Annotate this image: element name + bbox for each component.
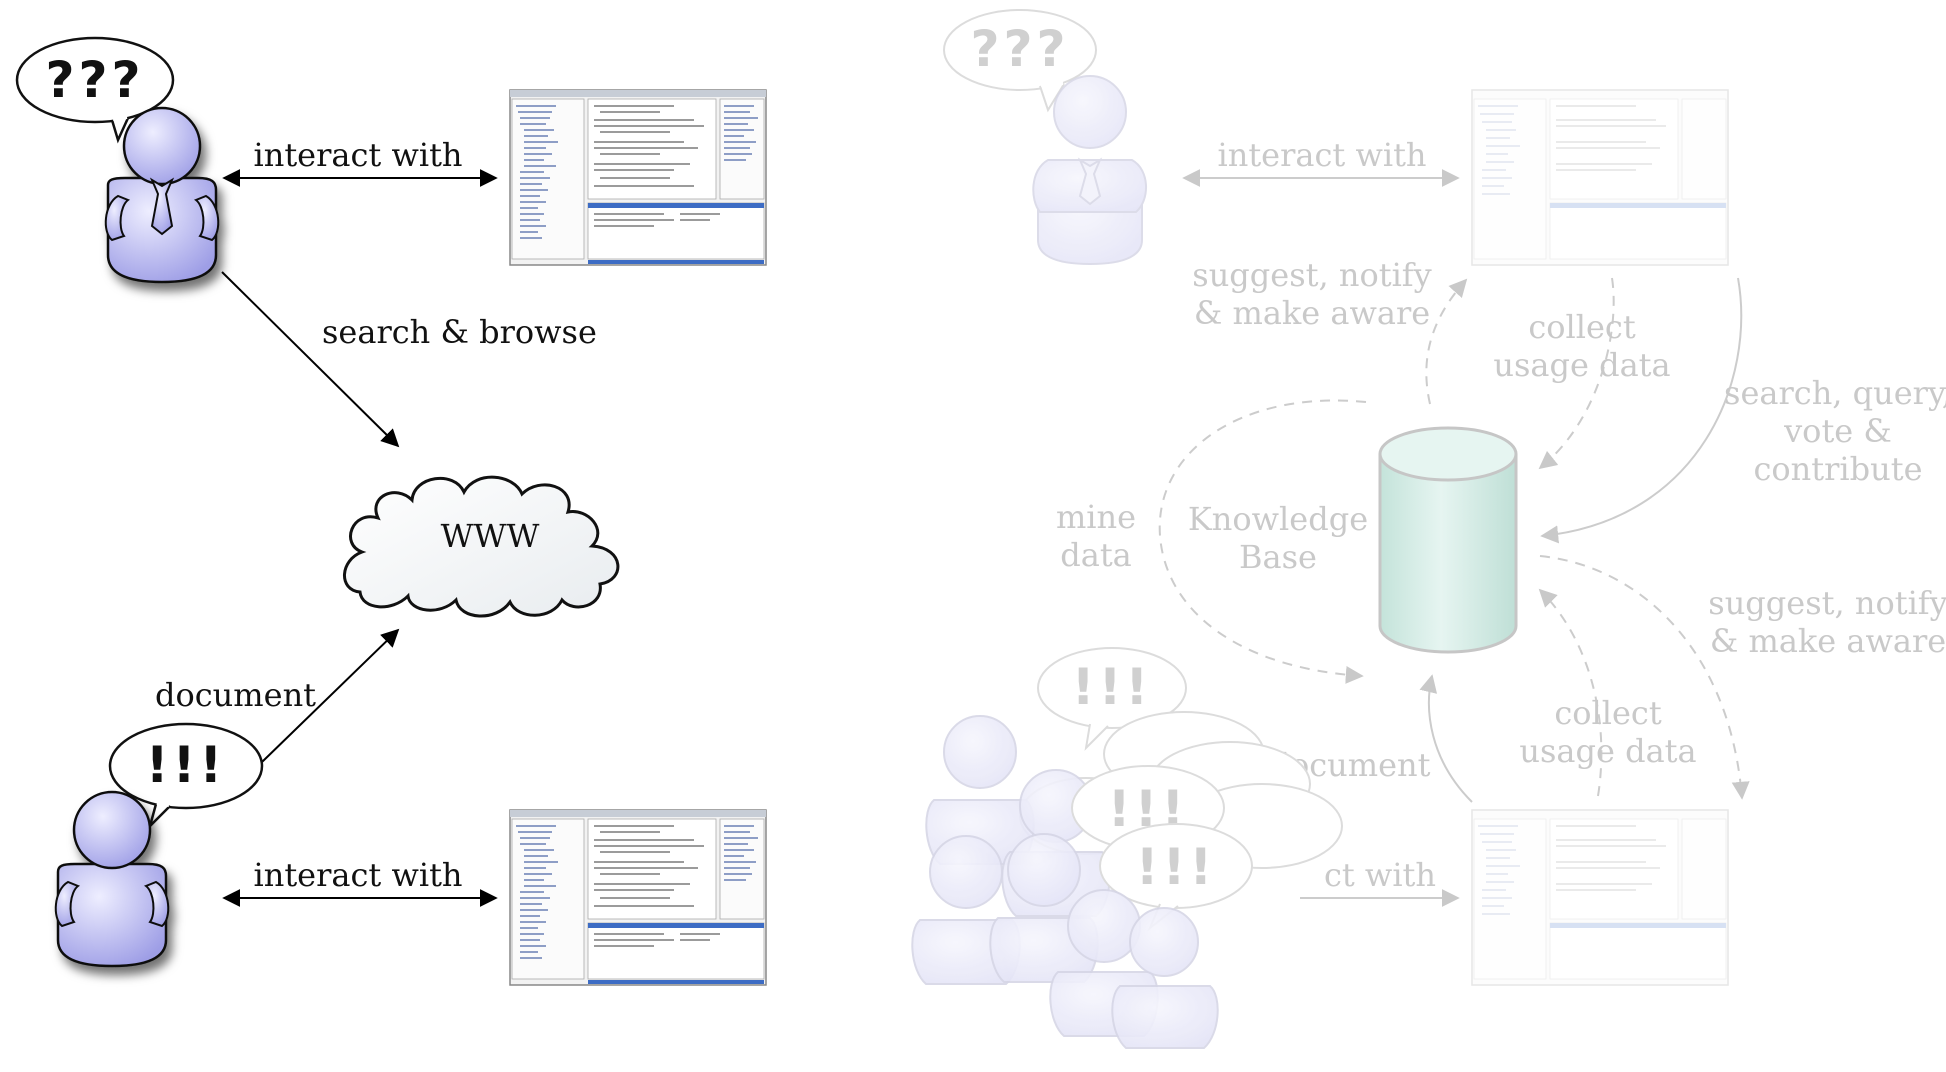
right-search-query-line2: vote & xyxy=(1783,412,1892,450)
crowd-bubble-text-1: !!! xyxy=(1072,658,1152,716)
bottom-user-bubble-text: !!! xyxy=(146,736,226,794)
crowd-person-6 xyxy=(1111,907,1219,1049)
user-crowd: !!! !!! xyxy=(911,647,1343,1049)
right-bottom-interact-label: ct with xyxy=(1324,856,1436,894)
right-document-arrow xyxy=(1419,674,1473,803)
right-kb-line2: Base xyxy=(1239,538,1317,576)
top-user-bubble-text: ??? xyxy=(45,51,144,109)
right-top-user-question-bubble: ??? xyxy=(943,9,1097,113)
crowd-bubble: !!! xyxy=(1037,647,1187,751)
right-suggest-bottom-line1: suggest, notify xyxy=(1708,584,1946,622)
crowd-bubble-text-3: !!! xyxy=(1136,838,1216,896)
right-suggest-top-line2: & make aware xyxy=(1194,294,1430,332)
right-top-user-bubble-text: ??? xyxy=(970,20,1069,78)
right-collect-top-arrow xyxy=(1538,277,1615,470)
right-mine-line2: data xyxy=(1060,536,1132,574)
right-search-query-arrow xyxy=(1540,277,1743,544)
left-diagram: ??? interact with xyxy=(15,36,767,986)
right-top-user-person-icon xyxy=(1032,75,1148,266)
bottom-user-exclamation-bubble: !!! xyxy=(108,722,264,831)
right-collect-top-line2: usage data xyxy=(1493,346,1670,384)
document-arrow xyxy=(261,628,400,763)
top-user-person-icon xyxy=(104,106,220,284)
right-collect-bottom-arrow xyxy=(1538,588,1603,797)
knowledge-base-database-icon xyxy=(1378,426,1518,654)
right-mine-line1: mine xyxy=(1056,498,1136,536)
bottom-user-person-icon xyxy=(54,790,170,968)
document-label: document xyxy=(155,676,316,714)
www-cloud-icon: WWW xyxy=(343,475,620,618)
ide-screenshot-top-icon xyxy=(509,89,767,266)
right-top-interact-label: interact with xyxy=(1217,136,1426,174)
right-ide-screenshot-top-icon xyxy=(1471,89,1729,266)
right-suggest-top-arrow xyxy=(1425,278,1468,405)
top-interact-label: interact with xyxy=(253,136,462,174)
www-cloud-label: WWW xyxy=(441,517,540,555)
right-search-query-line1: search, query, xyxy=(1724,374,1946,412)
right-suggest-bottom-arrow xyxy=(1539,555,1750,800)
ide-screenshot-bottom-icon xyxy=(509,809,767,986)
right-kb-line1: Knowledge xyxy=(1188,500,1368,538)
bottom-interact-label: interact with xyxy=(253,856,462,894)
top-user-question-bubble: ??? xyxy=(15,36,175,144)
right-collect-bottom-line1: collect xyxy=(1554,694,1662,732)
right-diagram: ??? interact with xyxy=(911,9,1946,1049)
right-search-query-line3: contribute xyxy=(1753,450,1922,488)
right-collect-top-line1: collect xyxy=(1528,308,1636,346)
right-suggest-top-line1: suggest, notify xyxy=(1192,256,1431,294)
right-suggest-bottom-line2: & make aware xyxy=(1710,622,1946,660)
right-collect-bottom-line2: usage data xyxy=(1519,732,1696,770)
search-browse-arrow xyxy=(221,271,400,448)
search-browse-label: search & browse xyxy=(322,313,597,351)
right-ide-screenshot-bottom-icon xyxy=(1471,809,1729,986)
